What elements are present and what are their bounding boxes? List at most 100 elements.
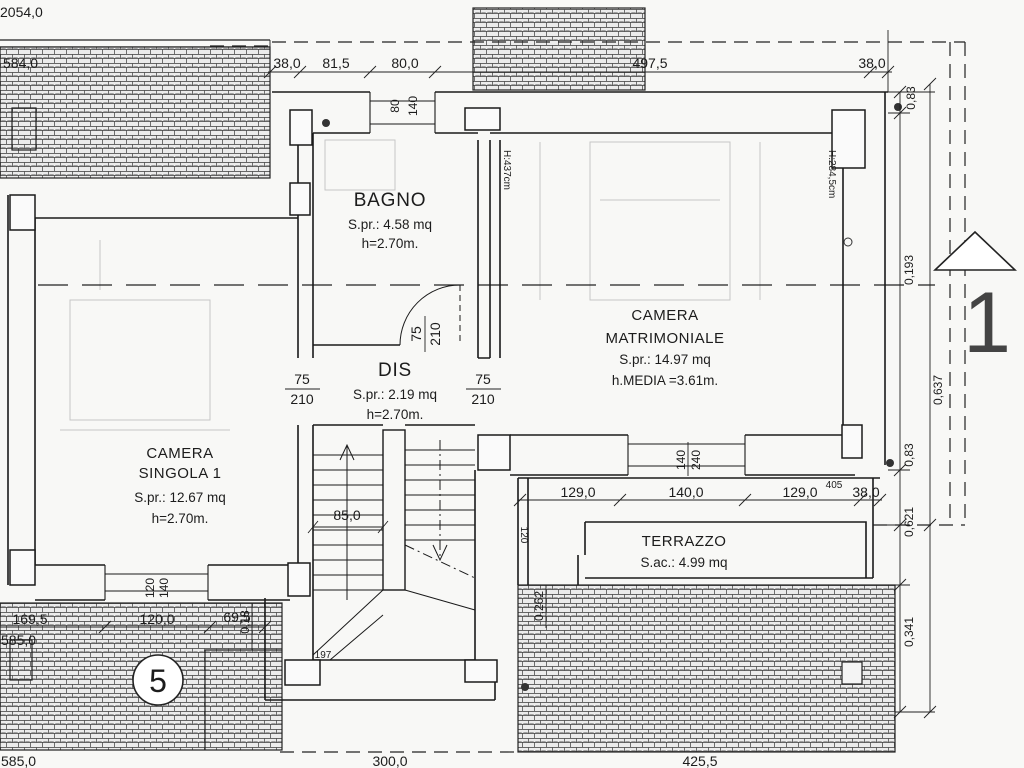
wall-camera-bottom	[510, 434, 855, 476]
dim-top-2: 81,5	[322, 55, 349, 71]
dim-line-right	[873, 84, 935, 713]
dim-bottom-left-3: 69,5	[223, 609, 250, 625]
room-name-dis: DIS	[378, 360, 412, 381]
room-height-dis: h=2.70m.	[367, 407, 424, 422]
dim-window-singola-width: 120	[143, 578, 157, 598]
door-bagno-swing	[399, 284, 461, 346]
dim-terrace-2: 140,0	[668, 484, 703, 500]
dim-right-1: 0,83	[904, 86, 918, 110]
walls	[7, 91, 888, 701]
room-height-matrimoniale: h.MEDIA =3.61m.	[612, 373, 718, 388]
room-name-matrimoniale-1: CAMERA	[631, 307, 698, 324]
door-label-separators	[285, 316, 689, 476]
dim-terrace-3: 129,0	[782, 484, 817, 500]
dim-top-3: 80,0	[391, 55, 418, 71]
roof-top-left	[0, 46, 271, 179]
dim-right-2: 0,193	[902, 255, 916, 285]
room-area-dis: S.pr.: 2.19 mq	[353, 387, 437, 402]
dim-bottom-left-total: 585,0	[1, 632, 36, 648]
dim-door-bagno-width: 75	[408, 326, 424, 342]
dim-window-top-width: 80	[388, 99, 402, 113]
dashed-right	[949, 42, 966, 525]
dim-door-singola-height: 210	[290, 391, 314, 407]
dim-door-singola-width: 75	[294, 371, 310, 387]
room-area-singola: S.pr.: 12.67 mq	[134, 490, 226, 505]
dim-terrace-4: 405	[826, 480, 843, 491]
column	[841, 424, 863, 459]
dim-terrace-roof-vertical: 0,262	[532, 591, 546, 621]
wall-singola	[7, 195, 298, 601]
columns	[9, 107, 866, 686]
room-name-bagno: BAGNO	[354, 190, 427, 211]
room-height-bagno: h=2.70m.	[362, 236, 419, 251]
column	[284, 659, 321, 686]
stairs	[312, 429, 476, 661]
ghost-bed	[589, 141, 731, 301]
dimension-lines	[0, 30, 937, 719]
column	[464, 659, 498, 683]
dashed-lines	[38, 41, 966, 753]
stairs-down-line	[404, 440, 476, 579]
wall-camera-right	[842, 92, 886, 465]
room-area-bagno: S.pr.: 4.58 mq	[348, 217, 432, 232]
dim-door-matrimoniale-height: 210	[471, 391, 495, 407]
dim-top-4: 497,5	[632, 55, 667, 71]
dim-terrace-1: 129,0	[560, 484, 595, 500]
gutter-top-left	[11, 107, 37, 151]
dim-right-3: 0,637	[931, 375, 945, 405]
dim-stairs-width: 85,0	[333, 507, 360, 523]
dim-door-matrimoniale-width: 75	[475, 371, 491, 387]
unit-number: 5	[149, 663, 167, 699]
ghost-lines-singola	[60, 240, 230, 431]
dot	[886, 459, 894, 467]
dim-ticks-right	[893, 77, 937, 719]
wall-height-partition: H:437cm	[501, 150, 512, 190]
dim-door-bagno-height: 210	[427, 322, 443, 346]
dim-window-matrimoniale-height: 240	[689, 450, 703, 470]
column	[9, 194, 36, 231]
dot	[894, 103, 902, 111]
room-height-singola: h=2.70m.	[152, 511, 209, 526]
dim-window-top-height: 140	[406, 96, 420, 116]
window-top	[369, 92, 436, 133]
wall-partition-singola	[297, 133, 314, 660]
dim-line-top	[268, 30, 892, 92]
room-area-matrimoniale: S.pr.: 14.97 mq	[619, 352, 711, 367]
ghost-lines-camera	[539, 142, 761, 300]
section-marker: 1	[932, 230, 1018, 371]
wall-partition-bagno-camera	[477, 140, 501, 359]
faint-furniture	[60, 139, 761, 431]
dim-top-1: 38,0	[273, 55, 300, 71]
section-number: 1	[963, 275, 1011, 371]
section-arrow-icon	[932, 230, 1018, 271]
outlet-icon	[843, 237, 853, 247]
ghost-fixture-bagno	[324, 139, 396, 191]
dot	[521, 683, 529, 691]
dim-bottom-left-2: 120,0	[139, 611, 174, 627]
gutter-bottom-left	[9, 639, 33, 681]
room-name-singola-1: CAMERA	[146, 445, 213, 462]
unit-circle	[132, 654, 184, 706]
dim-line-vertical-small	[251, 585, 547, 650]
dim-roof-top-left: 584,0	[3, 55, 38, 71]
dim-overall-top: 2054,0	[0, 4, 43, 20]
dim-bottom-1: 585,0	[1, 753, 36, 768]
dim-right-5: 0,621	[902, 507, 916, 537]
wall-stairs	[264, 424, 496, 701]
column	[477, 434, 511, 471]
dim-bottom-left-1: 169,5	[12, 611, 47, 627]
ghost-furniture-singola	[69, 299, 211, 421]
roof-areas	[0, 7, 896, 753]
dim-top-5: 38,0	[858, 55, 885, 71]
dim-right-4: 0,83	[902, 443, 916, 467]
room-name-matrimoniale-2: MATRIMONIALE	[605, 330, 724, 347]
dim-terrace-5: 38,0	[852, 484, 879, 500]
dim-terrace-side: 120	[518, 527, 529, 544]
column	[9, 549, 36, 586]
chimney	[841, 661, 863, 685]
wall-terrace	[517, 477, 880, 585]
dot	[322, 119, 330, 127]
room-area-terrazzo: S.ac.: 4.99 mq	[640, 555, 727, 570]
window-singola	[104, 565, 209, 600]
